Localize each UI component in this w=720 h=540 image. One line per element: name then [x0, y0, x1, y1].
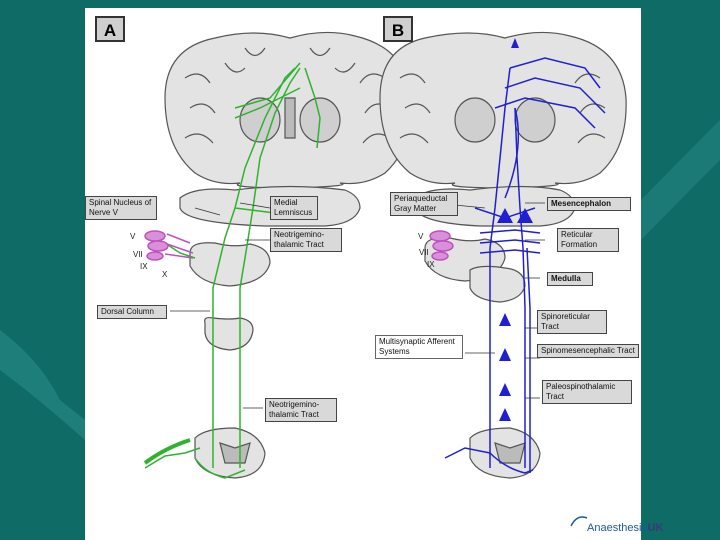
- panel-a-letter: A: [95, 16, 125, 42]
- nerve-a-vii: VII: [133, 250, 143, 259]
- nerve-b-v: V: [418, 232, 424, 241]
- panel-b-pathways: [444, 57, 606, 474]
- nerve-a-x: X: [162, 270, 168, 279]
- label-neotrigemino-upper: Neotrigemino-thalamic Tract: [270, 228, 342, 252]
- label-multisynaptic: Multisynaptic Afferent Systems: [375, 335, 463, 359]
- logo-text-1: Anaesthesia: [587, 522, 648, 534]
- nerve-a-ix: IX: [140, 262, 148, 271]
- panel-b-cranial-nerves: [429, 230, 454, 261]
- nerve-b-vii: VII: [419, 248, 429, 257]
- panel-b-anatomy: [379, 31, 627, 479]
- logo-text-2: UK: [647, 522, 664, 534]
- label-spinal-nucleus: Spinal Nucleus of Nerve V: [85, 196, 157, 220]
- label-neotrigemino-lower: Neotrigemino-thalamic Tract: [265, 398, 337, 422]
- label-spinomesencephalic: Spinomesencephalic Tract: [537, 344, 639, 358]
- label-paleospinothalamic: Paleospinothalamic Tract: [542, 380, 632, 404]
- label-mesencephalon: Mesencephalon: [547, 197, 631, 211]
- panel-b-letter: B: [383, 16, 413, 42]
- label-dorsal-column: Dorsal Column: [97, 305, 167, 319]
- logo-swoosh-icon: [570, 516, 588, 527]
- label-medulla: Medulla: [547, 272, 593, 286]
- panel-a-thick-afferent: [143, 438, 191, 465]
- label-reticular: Reticular Formation: [557, 228, 619, 252]
- diagram-panel: A B Spinal Nucleus of Nerve V Medial Lem…: [85, 8, 663, 540]
- anaesthesia-uk-logo: AnaesthesiaUK: [570, 516, 664, 534]
- panel-a-pathways: [144, 62, 321, 479]
- neuro-diagram: [143, 31, 627, 479]
- leader-lines: [170, 202, 545, 409]
- nerve-a-v: V: [130, 232, 136, 241]
- label-periaqueductal: Periaqueductal Gray Matter: [390, 192, 458, 216]
- panel-a-cranial-nerves: [144, 230, 194, 261]
- panel-b-arrows: [497, 38, 533, 421]
- label-medial-lemniscus: Medial Lemniscus: [270, 196, 318, 220]
- label-spinoreticular: Spinoreticular Tract: [537, 310, 607, 334]
- nerve-b-ix: IX: [427, 260, 435, 269]
